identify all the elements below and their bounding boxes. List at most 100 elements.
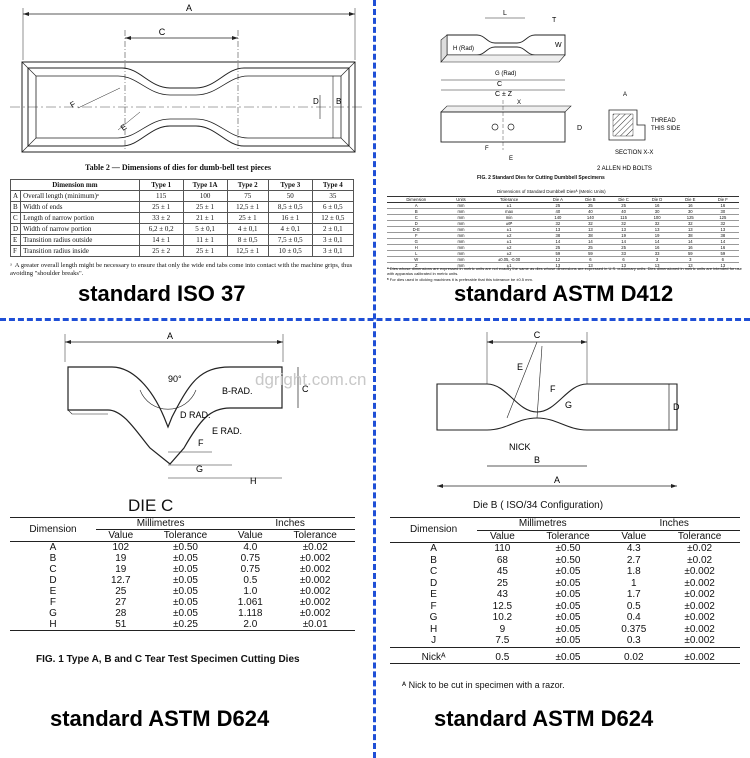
d624c-cell: 1.118 (238, 608, 263, 619)
d412-cell: 13 (541, 226, 574, 233)
d624b-th-in-value: Value (608, 530, 660, 543)
d624c-cell: ±0.05 (172, 597, 198, 608)
d624b-th-mm-tol: Tolerance (527, 530, 609, 543)
d412-cell: 12 (541, 256, 574, 263)
d624b-die-drawing: C E F G NICK D B A (436, 330, 680, 488)
d412-label-g-rad: G (Rad) (495, 71, 516, 77)
d624c-cell: ±0.05 (172, 553, 198, 564)
d624c-dim-d-rad: D RAD. (180, 410, 211, 420)
d624c-table: Dimension Millimetres Inches Value Toler… (10, 517, 355, 631)
d624b-th-in: Inches (608, 517, 740, 531)
iso37-cell: 5 ± 0,1 (182, 223, 228, 235)
d624c-cell: 0.5 (243, 575, 258, 586)
d624c-cell: ±0.01 (275, 619, 355, 631)
d412-cell: C (387, 214, 446, 221)
d412-label-cz: C ± Z (495, 91, 513, 98)
d412-header-cell: Die A (541, 196, 574, 203)
d624c-dim-e-rad: E RAD. (212, 426, 242, 436)
d412-header-cell: Die E (673, 196, 707, 203)
iso37-cell: 25 ± 1 (226, 212, 269, 224)
d624c-cell: A (49, 542, 57, 553)
d412-cell: D (387, 220, 446, 227)
iso37-cell: 25 ± 1 (182, 201, 228, 213)
d412-cell: 13 (606, 262, 641, 269)
d624b-cell: F (430, 600, 437, 612)
iso37-code: A (9, 190, 22, 202)
d412-cell: B (387, 208, 446, 215)
d624c-dim-a: A (167, 331, 173, 341)
d624b-cell: H (429, 623, 438, 635)
iso37-cell: 21 ± 1 (182, 212, 228, 224)
d624b-die-title: Die B ( ISO/34 Configuration) (473, 500, 604, 511)
d412-label-a: A (623, 92, 627, 98)
d412-label-this-side: THIS SIDE (651, 126, 680, 132)
d412-cell: ±2 (476, 250, 542, 257)
d624c-cell: ±0.002 (299, 608, 331, 619)
d412-cell: 59 (573, 250, 607, 257)
d412-cell: ±1 (476, 262, 542, 269)
d624b-cell: ±0.50 (555, 543, 581, 554)
d624c-cell: 1.0 (243, 586, 258, 597)
d412-cell: 19 (606, 232, 641, 239)
d412-cell: 16 (706, 202, 739, 209)
iso37-code: F (9, 245, 22, 257)
d624c-caption: standard ASTM D624 (50, 706, 270, 731)
d624c-die-drawing: A 90° B-RAD. C D RAD. E RAD. F G H (64, 331, 309, 486)
d624b-cell: C (429, 566, 438, 577)
d624c-panel: A 90° B-RAD. C D RAD. E RAD. F G H DIE C… (0, 322, 370, 758)
d412-cell: 13 (673, 262, 707, 269)
d624b-cell: ±0.002 (684, 623, 715, 635)
d412-cell: ±1 (476, 202, 542, 209)
d624b-cell: 4.3 (626, 543, 641, 554)
iso37-dim-e: E (119, 122, 129, 132)
d624b-cell: 45 (496, 566, 508, 577)
d624b-cell: ±0.05 (555, 577, 581, 589)
d412-cell: 3 (640, 256, 674, 263)
d412-cell: mm (445, 220, 477, 227)
d624b-cell: ±0.50 (555, 554, 581, 566)
d624b-dim-b: B (534, 455, 540, 465)
d412-header-cell: Die D (640, 196, 674, 203)
d624b-cell: 43 (496, 589, 508, 600)
iso37-cell: 75 (226, 190, 269, 202)
d624c-cell: ±0.25 (145, 619, 226, 631)
d624b-footnote: ᴬ Nick to be cut in specimen with a razo… (402, 680, 565, 690)
d624b-cell: 1.8 (626, 566, 641, 577)
d412-cell: mm (445, 262, 477, 269)
d412-cell: ±1 (476, 238, 542, 245)
d412-cell: 25 (606, 244, 641, 251)
d412-label-t: T (552, 17, 557, 24)
d624c-cell: E (49, 586, 57, 597)
d624c-cell: 28 (115, 608, 127, 619)
d624c-th-in-tol: Tolerance (275, 529, 355, 542)
d412-cell: 16 (673, 202, 707, 209)
d624c-th-mm: Millimetres (95, 517, 226, 530)
d412-label-d: D (577, 125, 582, 132)
d412-die-drawing: L T H (Rad) G (Rad) W C C ± Z X D F E A … (440, 10, 680, 172)
d412-cell: ±2 (476, 232, 542, 239)
d624c-dim-f: F (198, 438, 204, 448)
d624b-cell: ±0.05 (527, 635, 609, 648)
d624b-cell: 2.7 (626, 554, 641, 566)
iso37-cell: 25 ± 2 (138, 245, 184, 257)
d624c-cell: ±0.002 (299, 597, 331, 608)
iso37-cell: 10 ± 0,5 (267, 245, 313, 257)
d412-cell: mm (445, 232, 477, 239)
d624b-cell: 10.2 (492, 612, 513, 623)
d412-cell: mm (445, 244, 477, 251)
d412-cell: mm (445, 202, 477, 209)
d412-cell: mm (445, 214, 477, 221)
d624b-dim-c: C (534, 330, 541, 340)
iso37-cell: 25 ± 1 (138, 201, 184, 213)
d412-cell: 38 (573, 232, 607, 239)
